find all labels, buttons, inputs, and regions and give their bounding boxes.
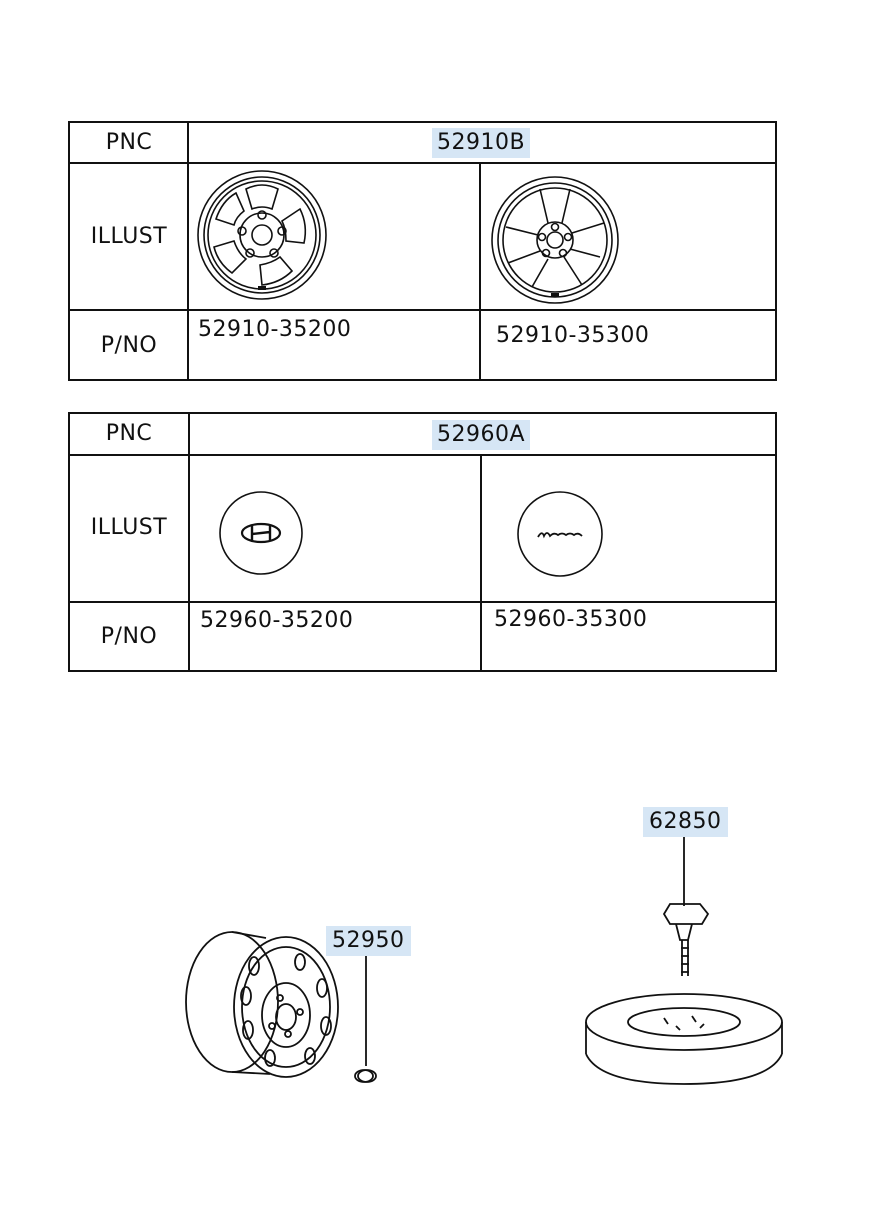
divider	[479, 163, 481, 379]
divider	[70, 309, 775, 311]
divider	[188, 414, 190, 670]
divider	[70, 454, 775, 456]
wheel-table: PNC 52910B ILLUST P/NO 52910-35200 52910…	[68, 121, 777, 381]
spare-bolt-icon	[662, 836, 710, 976]
pnc-code: 52960A	[432, 420, 531, 450]
illust-label: ILLUST	[90, 224, 168, 249]
hub-cap-table: PNC 52960A ILLUST P/NO 52960-35200 52960…	[68, 412, 777, 672]
divider	[70, 162, 775, 164]
illust-label: ILLUST	[90, 515, 168, 540]
part-number: 52960-35200	[200, 608, 354, 633]
steel-wheel-icon	[185, 931, 339, 1078]
divider	[70, 601, 775, 603]
pno-label: P/NO	[100, 333, 158, 358]
callout-62850: 62850	[643, 807, 728, 837]
hub-cap-script-logo-icon	[517, 491, 603, 577]
divider	[187, 123, 189, 379]
part-number: 52910-35300	[496, 323, 650, 348]
pnc-label: PNC	[105, 421, 153, 446]
part-number: 52910-35200	[198, 317, 352, 342]
valve-icon	[354, 954, 377, 1083]
pnc-code: 52910B	[432, 128, 531, 158]
spare-tire-icon	[585, 993, 783, 1085]
pno-label: P/NO	[100, 624, 158, 649]
alloy-wheel-5-spoke-icon	[491, 176, 619, 304]
alloy-wheel-5-slot-icon	[197, 170, 327, 300]
pnc-label: PNC	[105, 130, 153, 155]
hub-cap-hyundai-logo-icon	[219, 491, 303, 575]
callout-52950: 52950	[326, 926, 411, 956]
part-number: 52960-35300	[494, 607, 648, 632]
divider	[480, 455, 482, 670]
